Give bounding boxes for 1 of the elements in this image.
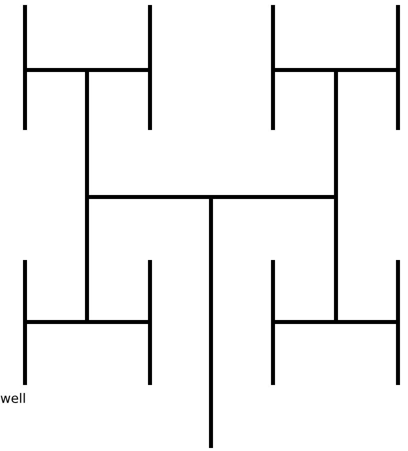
label: well	[0, 392, 25, 404]
